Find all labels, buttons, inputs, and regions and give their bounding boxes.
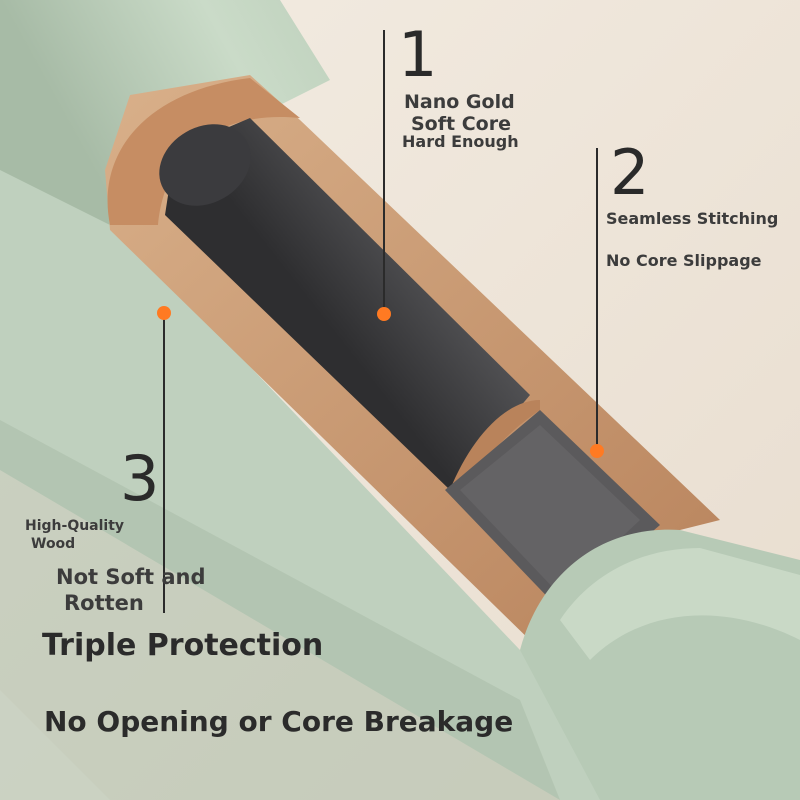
pencil-barrel-body — [0, 170, 800, 800]
callout-2-line-2: No Core Slippage — [606, 251, 762, 270]
callout-dot-3 — [157, 306, 171, 320]
callout-number-3: 3 — [120, 442, 160, 515]
callout-1-line-3: Hard Enough — [402, 132, 519, 151]
callout-1-line-1: Nano Gold — [404, 91, 515, 113]
headline: Triple Protection — [42, 628, 324, 663]
callout-dot-2 — [590, 444, 604, 458]
callout-3-line-2: Wood — [31, 536, 76, 552]
subheadline: No Opening or Core Breakage — [44, 705, 514, 738]
callout-3-line-1: High-Quality — [25, 518, 125, 534]
callout-number-1: 1 — [398, 18, 438, 91]
callout-1-line-2: Soft Core — [411, 113, 511, 135]
pencil-barrel-shadow — [0, 420, 560, 800]
callout-dot-1 — [377, 307, 391, 321]
callout-3-line-4: Rotten — [64, 591, 144, 615]
callout-3-line-3: Not Soft and — [56, 565, 206, 589]
callout-line-2 — [596, 148, 598, 450]
pencil-barrel-right-highlight — [560, 548, 800, 660]
callout-number-2: 2 — [610, 136, 650, 209]
wood-end-face — [107, 78, 300, 225]
graphite-core-top — [159, 124, 251, 206]
callout-line-3 — [163, 313, 165, 613]
callout-2-line-1: Seamless Stitching — [606, 209, 779, 228]
graphite-core — [165, 118, 530, 490]
callout-line-1 — [383, 30, 385, 315]
